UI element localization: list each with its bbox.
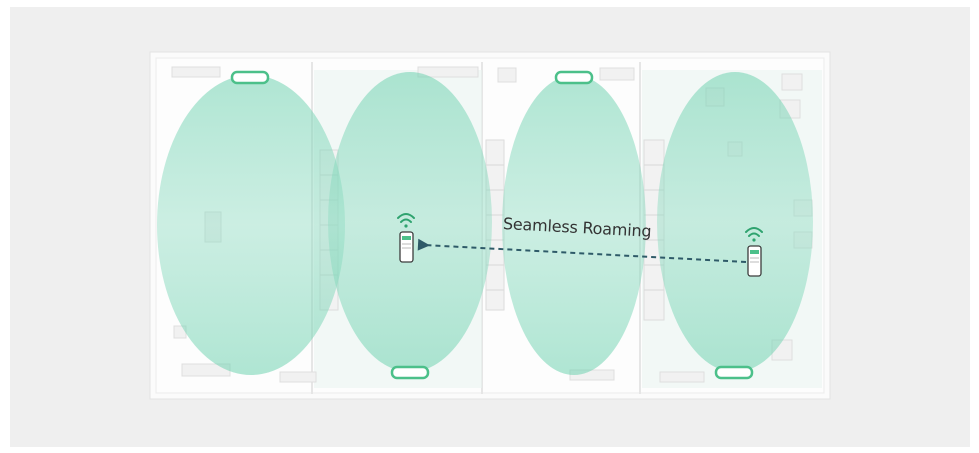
access-point-top-right — [554, 70, 594, 85]
wifi-icon — [745, 227, 763, 242]
phone-before-roaming — [745, 227, 763, 277]
phone-after-roaming — [397, 213, 415, 263]
wifi-icon — [397, 213, 415, 228]
access-point-top-left — [230, 70, 270, 85]
access-points — [230, 70, 754, 380]
access-point-bottom-right — [714, 365, 754, 380]
coverage-zone-3 — [502, 75, 646, 375]
coverage-zone-1 — [157, 75, 345, 375]
coverage-zone-4 — [657, 72, 813, 372]
access-point-bottom-left — [390, 365, 430, 380]
